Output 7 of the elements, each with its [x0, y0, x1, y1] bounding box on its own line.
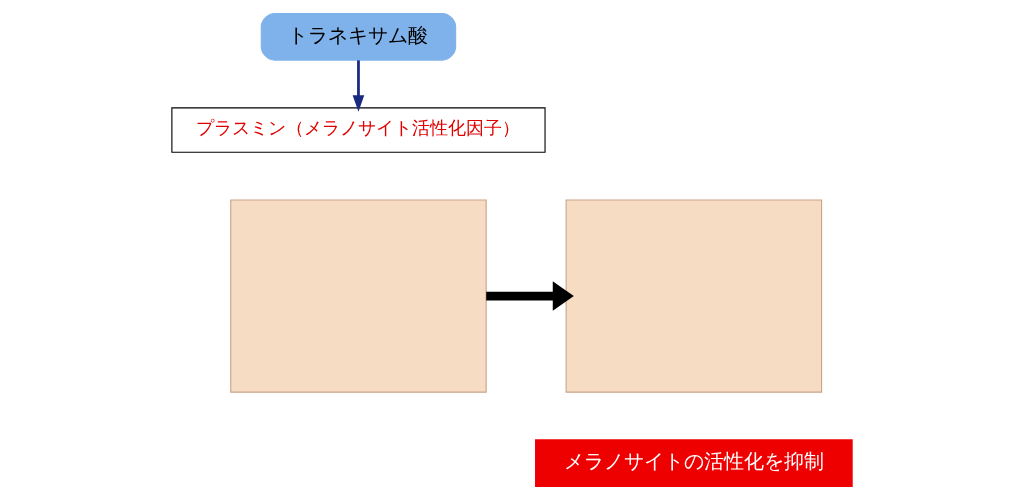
- node-box: プラスミン（メラノサイト活性化因子）: [171, 106, 546, 153]
- node-box: [230, 198, 487, 393]
- arrow: [486, 280, 574, 311]
- node-box: [565, 198, 823, 393]
- node-box: トラネキサム酸: [260, 12, 457, 61]
- arrow: [352, 59, 365, 112]
- node-box: メラノサイトの活性化を抑制: [535, 438, 853, 487]
